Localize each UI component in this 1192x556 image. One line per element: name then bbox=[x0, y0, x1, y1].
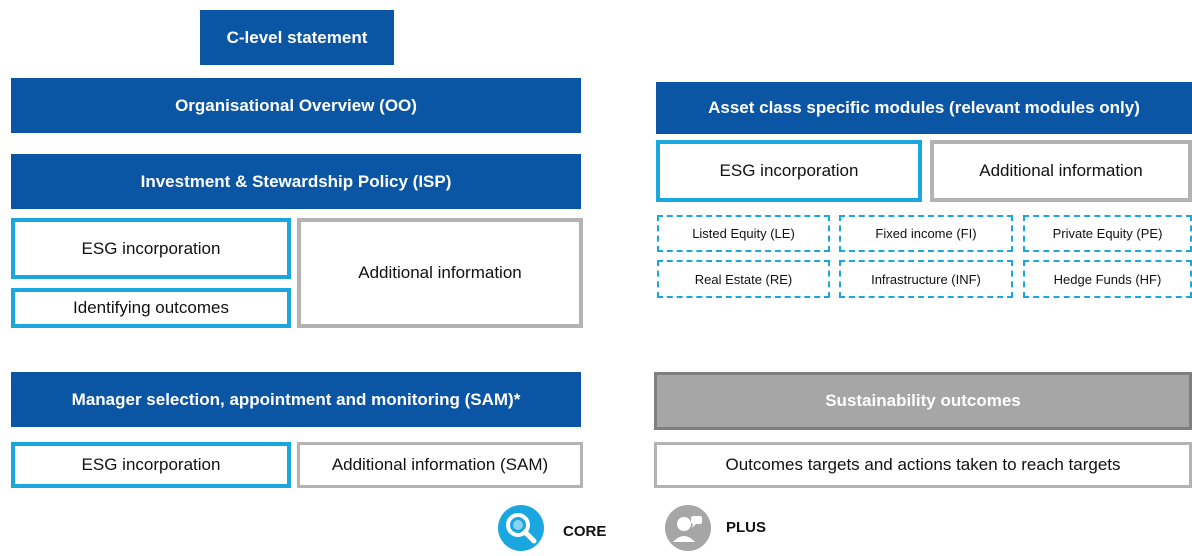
module-real-estate: Real Estate (RE) bbox=[657, 260, 830, 298]
module-label: Fixed income (FI) bbox=[875, 226, 977, 241]
sam-header: Manager selection, appointment and monit… bbox=[11, 372, 581, 427]
sam-label: Manager selection, appointment and monit… bbox=[71, 389, 521, 409]
module-label: Hedge Funds (HF) bbox=[1053, 271, 1162, 287]
asset-class-header: Asset class specific modules (relevant m… bbox=[656, 82, 1192, 134]
asset-esg-incorporation: ESG incorporation bbox=[656, 140, 922, 202]
asset-additional-information: Additional information bbox=[930, 140, 1192, 202]
isp-outcomes-label: Identifying outcomes bbox=[73, 298, 229, 317]
magnifier-icon bbox=[498, 505, 544, 551]
module-private-equity: Private Equity (PE) bbox=[1023, 215, 1192, 252]
module-infrastructure: Infrastructure (INF) bbox=[839, 260, 1013, 298]
module-hedge-funds: Hedge Funds (HF) bbox=[1023, 260, 1192, 298]
sam-additional-information: Additional information (SAM) bbox=[297, 442, 583, 488]
isp-additional-information: Additional information bbox=[297, 218, 583, 328]
core-label: CORE bbox=[563, 523, 607, 540]
module-label: Private Equity (PE) bbox=[1052, 226, 1163, 241]
asset-esg-label: ESG incorporation bbox=[719, 161, 859, 180]
person-speech-icon bbox=[665, 505, 711, 551]
module-fixed-income: Fixed income (FI) bbox=[839, 215, 1013, 252]
isp-esg-label: ESG incorporation bbox=[81, 238, 221, 258]
sustainability-outcomes-label: Sustainability outcomes bbox=[825, 391, 1021, 410]
isp-identifying-outcomes: Identifying outcomes bbox=[11, 288, 291, 328]
outcomes-targets-label: Outcomes targets and actions taken to re… bbox=[725, 455, 1121, 474]
c-level-statement: C-level statement bbox=[200, 10, 394, 65]
sam-additional-label: Additional information (SAM) bbox=[331, 455, 549, 474]
sam-esg-label: ESG incorporation bbox=[81, 455, 221, 474]
isp-header: Investment & Stewardship Policy (ISP) bbox=[11, 154, 581, 209]
isp-label: Investment & Stewardship Policy (ISP) bbox=[140, 171, 452, 191]
asset-class-label: Asset class specific modules (relevant m… bbox=[708, 98, 1140, 117]
c-level-label: C-level statement bbox=[226, 27, 368, 47]
module-label: Infrastructure (INF) bbox=[871, 271, 981, 287]
module-label: Real Estate (RE) bbox=[694, 271, 793, 287]
module-label: Listed Equity (LE) bbox=[692, 226, 795, 241]
outcomes-targets-box: Outcomes targets and actions taken to re… bbox=[654, 442, 1192, 488]
oo-label: Organisational Overview (OO) bbox=[175, 95, 417, 115]
sam-esg-incorporation: ESG incorporation bbox=[11, 442, 291, 488]
isp-additional-label: Additional information bbox=[358, 263, 522, 282]
module-listed-equity: Listed Equity (LE) bbox=[657, 215, 830, 252]
sustainability-outcomes-header: Sustainability outcomes bbox=[654, 372, 1192, 430]
plus-label: PLUS bbox=[726, 519, 767, 536]
asset-additional-label: Additional information bbox=[979, 161, 1143, 180]
isp-esg-incorporation: ESG incorporation bbox=[11, 218, 291, 279]
oo-header: Organisational Overview (OO) bbox=[11, 78, 581, 133]
